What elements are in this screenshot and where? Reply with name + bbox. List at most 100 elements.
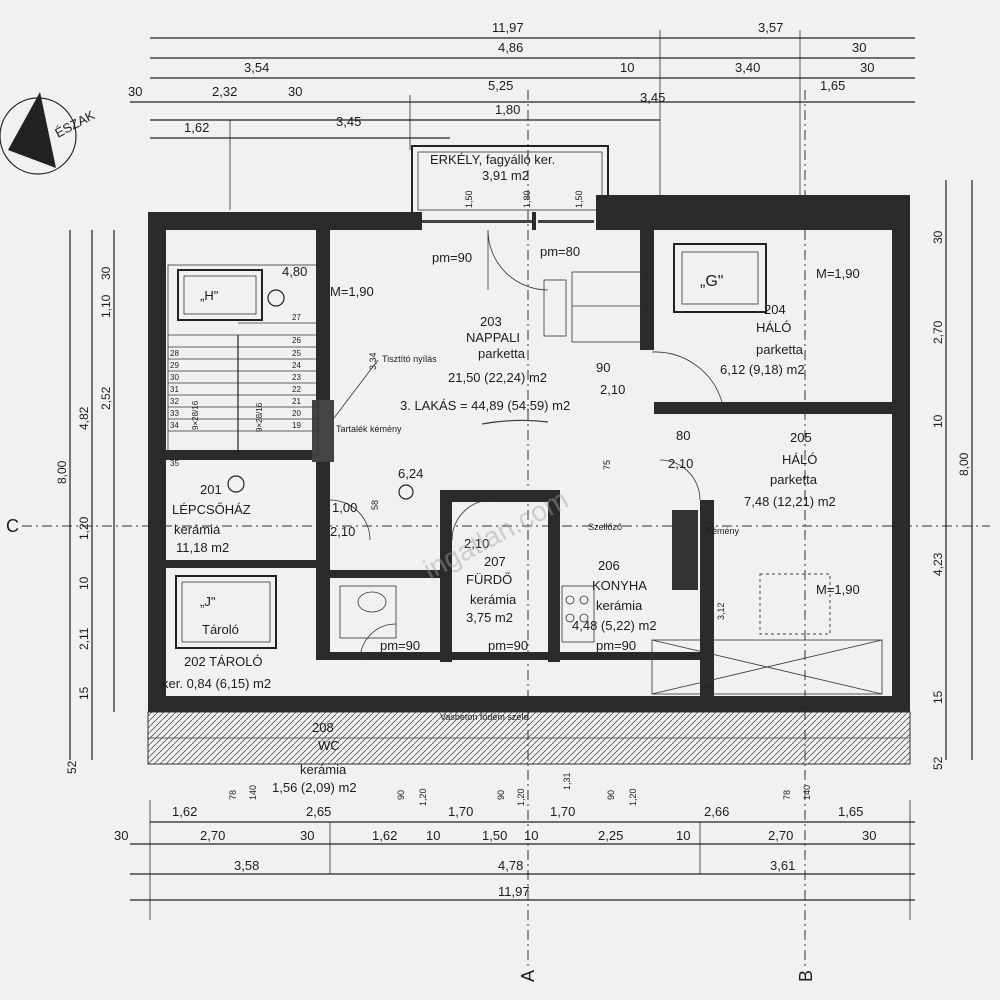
- spare-chimney-label: Tartalék kémény: [336, 424, 402, 434]
- pm90-wc: pm=90: [380, 638, 420, 653]
- opening-dimensions: 78 140 90 1,20 90 1,20 1,31 90 1,20 78 1…: [228, 772, 812, 806]
- open-dim-3: 90: [396, 790, 406, 800]
- open-dim-11: 140: [802, 785, 812, 800]
- level-marker-icon: [267, 289, 285, 307]
- halo204-area: 6,12 (9,18) m2: [720, 362, 805, 377]
- lepcsohaz-floor: kerámia: [174, 522, 221, 537]
- dim-top-r6a: 1,62: [184, 120, 209, 135]
- wc-name: WC: [318, 738, 340, 753]
- door-dim-210-furdo: 2,10: [464, 536, 489, 551]
- h-unit: „H": [177, 269, 263, 321]
- dim-left-in-a: 30: [99, 266, 113, 280]
- chimney-label: Kémény: [706, 526, 740, 536]
- m190-right: M=1,90: [816, 266, 860, 281]
- dim-top-r3d: 30: [860, 60, 874, 75]
- stair-spec-right: 9×28/16: [255, 402, 264, 432]
- dim-bot-r2e: 10: [426, 828, 440, 843]
- leader-arrow: [677, 529, 695, 557]
- furdo-area: 3,75 m2: [466, 610, 513, 625]
- stair-num-31: 31: [170, 385, 179, 394]
- dim-bot-r2i: 10: [676, 828, 690, 843]
- g-label: „G": [700, 273, 723, 290]
- open-dim-6: 1,20: [516, 788, 526, 806]
- dim-bot-r1e: 2,66: [704, 804, 729, 819]
- dim-top-r5a: 1,80: [495, 102, 520, 117]
- door-dim-210-halo2: 2,10: [668, 456, 693, 471]
- furdo-floor: kerámia: [470, 592, 517, 607]
- stair-num-32: 32: [170, 397, 179, 406]
- stair-num-28: 28: [170, 349, 179, 358]
- halo204-name: HÁLÓ: [756, 320, 791, 335]
- stair-spec-left: 9×28/16: [191, 400, 200, 430]
- nappali-area: 21,50 (22,24) m2: [448, 370, 547, 385]
- dim-right-in-c: 10: [931, 414, 945, 428]
- m190-lower: M=1,90: [816, 582, 860, 597]
- dim-top-r3c: 3,40: [735, 60, 760, 75]
- halo205-name: HÁLÓ: [782, 452, 817, 467]
- axis-c-label: C: [6, 516, 19, 536]
- north-label: ÉSZAK: [52, 107, 97, 140]
- dim-bot-r1d: 1,70: [550, 804, 575, 819]
- dim-right-in-f: 52: [931, 756, 945, 770]
- dim-bot-r2j: 2,70: [768, 828, 793, 843]
- dim-left-in-d: 10: [77, 576, 91, 590]
- open-dim-5: 90: [496, 790, 506, 800]
- open-dim-7: 1,31: [562, 772, 572, 790]
- level-marker-icon: [227, 475, 245, 493]
- h-label: „H": [200, 288, 219, 303]
- dim-bot-r2f: 1,50: [482, 828, 507, 843]
- tarolo-label: Tároló: [202, 622, 239, 637]
- pm90-nappali: pm=90: [432, 250, 472, 265]
- stair-num-33: 33: [170, 409, 179, 418]
- dim-bot-r1c: 1,70: [448, 804, 473, 819]
- room-labels: 203 NAPPALI parketta 21,50 (22,24) m2 3.…: [162, 302, 836, 795]
- lakas-underline: [481, 419, 549, 425]
- dim-bot-r1b: 2,65: [306, 804, 331, 819]
- dim-top-r2b: 30: [852, 40, 866, 55]
- m190-left: M=1,90: [330, 284, 374, 299]
- balcony-dim-c: 1,50: [574, 190, 584, 208]
- dim-left-in-c: 2,52: [99, 386, 113, 410]
- dim-top-r5b: 3,45: [640, 90, 665, 105]
- dim-bot-r2h: 2,25: [598, 828, 623, 843]
- furdo-name: FÜRDŐ: [466, 572, 512, 587]
- level-marker-icon: [398, 484, 414, 500]
- konyha-num: 206: [598, 558, 620, 573]
- interior-walls: [166, 230, 892, 700]
- dim-bot-r2g: 10: [524, 828, 538, 843]
- dim-bot-r2d: 1,62: [372, 828, 397, 843]
- dim-right-in-a: 30: [931, 230, 945, 244]
- axis-b-label: B: [796, 970, 816, 982]
- dim-top-total: 11,97: [492, 20, 524, 35]
- lepcsohaz-num: 201: [200, 482, 222, 497]
- dim-334: 3,34: [368, 352, 378, 370]
- lepcsohaz-name: LÉPCSŐHÁZ: [172, 502, 251, 517]
- door-dim-90: 90: [596, 360, 610, 375]
- dim-bot-r2a: 30: [114, 828, 128, 843]
- stair-num-24: 24: [292, 361, 301, 370]
- open-dim-1: 78: [228, 790, 238, 800]
- door-dim-210: 2,10: [330, 524, 355, 539]
- leader-arrow: [333, 359, 379, 419]
- nappali-name: NAPPALI: [466, 330, 520, 345]
- konyha-name: KONYHA: [592, 578, 647, 593]
- dim-top-r1b: 3,57: [758, 20, 783, 35]
- staircase: 28 29 30 31 32 33 34 35 27 26 25 24 23 2…: [167, 264, 319, 493]
- g-unit: „G": [673, 243, 767, 313]
- halo204-floor: parketta: [756, 342, 804, 357]
- pm90-furdo: pm=90: [488, 638, 528, 653]
- open-dim-2: 140: [248, 785, 258, 800]
- chimney-block: [672, 510, 698, 590]
- stair-num-29: 29: [170, 361, 179, 370]
- stair-num-20: 20: [292, 409, 301, 418]
- dim-bot-r3b: 4,78: [498, 858, 523, 873]
- bottom-dimensions: 1,62 2,65 1,70 1,70 2,66 1,65 30 2,70 30…: [114, 800, 915, 920]
- dim-left-mid-b: 1,20: [77, 516, 91, 540]
- dim-left-in-e: 15: [77, 686, 91, 700]
- pm80-balcony: pm=80: [540, 244, 580, 259]
- dim-top-r3b: 10: [620, 60, 634, 75]
- door-dim-100: 1,00: [332, 500, 357, 515]
- pm90-konyha: pm=90: [596, 638, 636, 653]
- stair-num-23: 23: [292, 373, 301, 382]
- dim-58: 58: [370, 500, 380, 510]
